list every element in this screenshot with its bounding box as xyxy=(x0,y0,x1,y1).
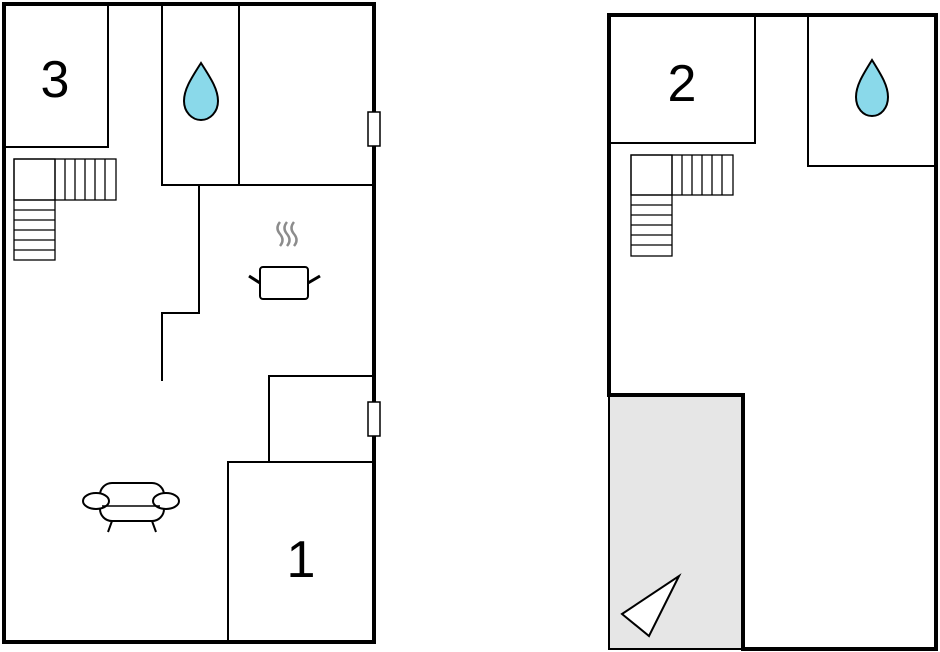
terrace-triangle-icon xyxy=(620,573,682,638)
sofa-icon xyxy=(82,482,180,533)
bathroom-walls xyxy=(161,4,374,186)
room-2-walls xyxy=(609,15,756,144)
staircase-icon xyxy=(630,154,734,257)
kitchen-partition xyxy=(161,185,200,381)
water-drop-icon xyxy=(182,61,220,122)
right-floor-plan: 2 xyxy=(607,13,938,651)
window-upper xyxy=(367,111,381,147)
room-label-3: 3 xyxy=(41,51,70,109)
room-3-walls xyxy=(4,4,109,148)
room-1-walls xyxy=(227,461,374,642)
left-floor-plan: 3 1 xyxy=(2,2,381,644)
water-drop-icon xyxy=(854,58,890,118)
closet-walls xyxy=(268,375,374,462)
bathroom-2-walls xyxy=(807,15,936,167)
cooking-pot-icon xyxy=(248,221,321,300)
staircase-icon xyxy=(13,158,117,261)
right-exterior-wall xyxy=(607,13,938,651)
room-label-2: 2 xyxy=(668,55,697,113)
window-lower xyxy=(367,401,381,437)
room-label-1: 1 xyxy=(287,531,316,589)
left-exterior-wall xyxy=(2,2,376,644)
